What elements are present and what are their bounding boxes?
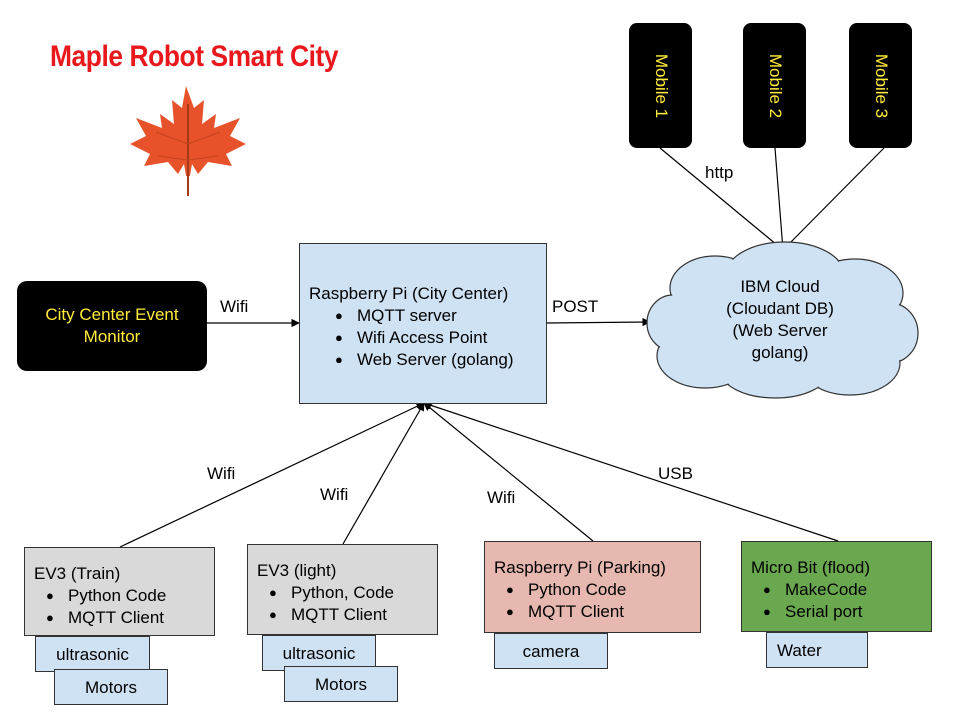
list-item: MakeCode: [763, 579, 931, 601]
edge-mobile1-cloud: [659, 147, 784, 251]
ev3-light-box: EV3 (light) Python, Code MQTT Client: [247, 544, 438, 635]
edge-parking-center: [423, 402, 594, 542]
list-item: Python Code: [506, 579, 700, 601]
edge-microbit-center: [423, 401, 839, 542]
event-monitor-box: City Center Event Monitor: [17, 281, 207, 371]
cloud-label: IBM Cloud (Cloudant DB) (Web Server gola…: [690, 276, 870, 364]
microbit-box: Micro Bit (flood) MakeCode Serial port: [741, 541, 932, 632]
edge-label-http: http: [705, 163, 734, 182]
edge-label-monitor-wifi: Wifi: [220, 297, 249, 316]
parking-title: Raspberry Pi (Parking): [494, 558, 666, 577]
list-item: Python Code: [46, 585, 214, 607]
list-item: Python, Code: [269, 582, 437, 604]
cloud-line: IBM Cloud: [740, 277, 820, 296]
parking-camera: camera: [494, 633, 608, 669]
ev3-train-list: Python Code MQTT Client: [34, 585, 214, 629]
parking-list: Python Code MQTT Client: [494, 579, 700, 623]
edge-label-parking-wifi: Wifi: [487, 488, 516, 507]
microbit-title: Micro Bit (flood): [751, 558, 871, 577]
city-center-list: MQTT server Wifi Access Point Web Server…: [309, 305, 546, 371]
cloud-shape: [646, 241, 919, 399]
edge-train-center: [119, 402, 425, 548]
edge-label-train-wifi: Wifi: [207, 464, 236, 483]
mobile-2-box: Mobile 2: [743, 23, 806, 148]
diagram-title: Maple Robot Smart City: [50, 40, 339, 73]
microbit-water: Water: [766, 632, 868, 668]
ev3-light-ultrasonic: ultrasonic: [262, 635, 376, 671]
ev3-train-motors: Motors: [54, 669, 168, 705]
ev3-light-list: Python, Code MQTT Client: [257, 582, 437, 626]
cloud-line: (Cloudant DB): [726, 299, 834, 318]
ev3-train-title: EV3 (Train): [34, 564, 121, 583]
list-item: MQTT Client: [269, 604, 437, 626]
ev3-light-title: EV3 (light): [257, 561, 337, 580]
mobile-1-label: Mobile 1: [651, 53, 671, 118]
city-center-box: Raspberry Pi (City Center) MQTT server W…: [299, 243, 547, 404]
ev3-train-box: EV3 (Train) Python Code MQTT Client: [24, 547, 215, 636]
list-item: MQTT Client: [506, 601, 700, 623]
list-item: Wifi Access Point: [335, 327, 546, 349]
list-item: Web Server (golang): [335, 349, 546, 371]
mobile-1-box: Mobile 1: [629, 23, 692, 148]
edge-mobile2-cloud: [774, 147, 787, 251]
edge-light-center: [342, 402, 425, 545]
ev3-train-ultrasonic: ultrasonic: [35, 636, 150, 672]
cloud-line: golang): [751, 343, 809, 362]
edge-label-light-wifi: Wifi: [320, 485, 349, 504]
maple-leaf-icon: [130, 86, 246, 196]
edge-label-post: POST: [552, 297, 599, 316]
edge-label-microbit-usb: USB: [658, 464, 693, 483]
list-item: MQTT server: [335, 305, 546, 327]
mobile-2-label: Mobile 2: [765, 53, 785, 118]
ev3-light-motors: Motors: [284, 666, 398, 702]
mobile-3-box: Mobile 3: [849, 23, 912, 148]
list-item: Serial port: [763, 601, 931, 623]
microbit-list: MakeCode Serial port: [751, 579, 931, 623]
edge-center-cloud: [546, 317, 651, 327]
monitor-line: Monitor: [83, 327, 141, 346]
list-item: MQTT Client: [46, 607, 214, 629]
city-center-title: Raspberry Pi (City Center): [309, 284, 509, 303]
parking-box: Raspberry Pi (Parking) Python Code MQTT …: [484, 541, 701, 633]
monitor-line: City Center Event: [45, 305, 179, 324]
mobile-3-label: Mobile 3: [871, 53, 891, 118]
cloud-line: (Web Server: [732, 321, 828, 340]
edge-mobile3-cloud: [782, 147, 885, 251]
